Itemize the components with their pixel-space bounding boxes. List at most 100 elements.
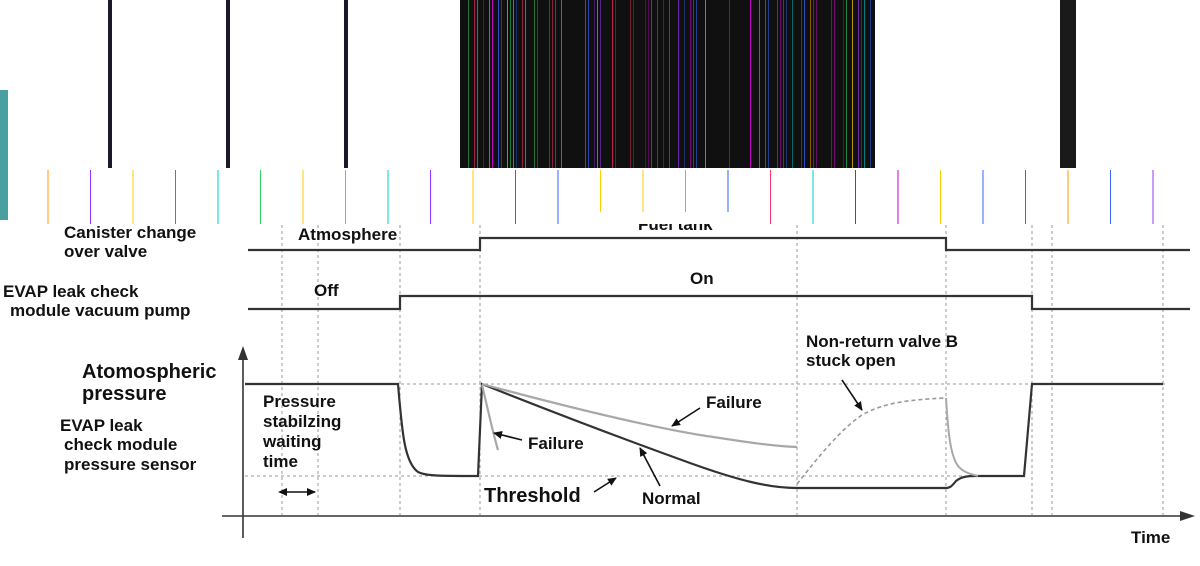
glitch-stripe xyxy=(501,0,502,168)
glitch-stripe xyxy=(555,0,556,168)
glitch-stripe xyxy=(633,0,634,168)
failure-curve-lower xyxy=(480,384,500,451)
pressure-reference-lines xyxy=(245,383,1165,477)
glitch-stripe xyxy=(768,0,769,168)
valve-label: Canister change xyxy=(64,223,196,242)
normal-label: Normal xyxy=(642,489,701,508)
glitch-stripe xyxy=(777,0,778,168)
sensor-label: check module xyxy=(64,435,177,454)
pump-trace xyxy=(248,294,1190,311)
glitch-stripe xyxy=(561,0,562,168)
glitch-stripe xyxy=(792,0,793,168)
pump-label: module vacuum pump xyxy=(10,301,190,320)
glitch-stripe xyxy=(474,0,475,168)
glitch-stripe xyxy=(831,0,832,168)
glitch-stripe xyxy=(597,0,598,168)
glitch-stripe xyxy=(534,0,535,168)
glitch-stripe xyxy=(522,0,523,168)
glitch-stripe xyxy=(834,0,835,168)
wait-label: stabilzing xyxy=(263,412,341,431)
y-axis-arrow xyxy=(238,346,248,360)
valve-state-atmosphere: Atmosphere xyxy=(298,225,397,244)
noise-ticks xyxy=(47,170,1154,224)
glitch-stripe xyxy=(645,0,646,168)
glitch-stripe xyxy=(846,0,847,168)
pressure-curves xyxy=(245,382,1163,490)
valve-trace xyxy=(248,236,1190,252)
glitch-stripe xyxy=(693,0,694,168)
glitch-band xyxy=(0,0,1200,224)
glitch-stripe xyxy=(801,0,802,168)
glitch-stripe xyxy=(615,0,616,168)
glitch-stripe xyxy=(657,0,658,168)
threshold-arrow xyxy=(593,477,617,493)
glitch-stripe xyxy=(588,0,589,168)
glitch-stripe xyxy=(513,0,514,168)
glitch-stripe xyxy=(549,0,550,168)
glitch-stripe xyxy=(843,0,844,168)
glitch-stripe xyxy=(810,0,811,168)
nrv-label: Non-return valve B xyxy=(806,332,958,351)
glitch-stripe xyxy=(537,0,538,168)
pressure-axes xyxy=(222,346,1195,538)
x-axis-arrow xyxy=(1180,511,1195,521)
sensor-labels: Atomospheric pressure EVAP leak check mo… xyxy=(60,361,216,474)
glitch-stripe xyxy=(552,0,553,168)
glitch-stripe xyxy=(630,0,631,168)
glitch-stripe xyxy=(483,0,484,168)
pump-state-on: On xyxy=(690,269,714,288)
glitch-stripe xyxy=(594,0,595,168)
pump-row: EVAP leak check module vacuum pump Off O… xyxy=(3,269,1190,320)
glitch-bar xyxy=(344,0,348,168)
nrv-label: stuck open xyxy=(806,351,896,370)
glitch-stripe xyxy=(516,0,517,168)
stuck-open-curve xyxy=(796,397,945,485)
glitch-stripe xyxy=(750,0,751,168)
nrv-arrow xyxy=(841,379,863,411)
wait-label: Pressure xyxy=(263,392,336,411)
glitch-stripe xyxy=(468,0,469,168)
glitch-stripe xyxy=(684,0,685,168)
glitch-stripe xyxy=(498,0,499,168)
pressure-trace-main xyxy=(245,382,1163,490)
glitch-stripe xyxy=(489,0,490,168)
glitch-stripes xyxy=(468,0,871,168)
glitch-stripe xyxy=(729,0,730,168)
glitch-stripe xyxy=(852,0,853,168)
glitch-stripe xyxy=(783,0,784,168)
failure-curve-upper xyxy=(481,382,798,449)
glitch-edge xyxy=(0,90,8,220)
glitch-bar xyxy=(1060,0,1076,168)
threshold-label: Threshold xyxy=(484,485,581,507)
glitch-stripe xyxy=(477,0,478,168)
glitch-stripe xyxy=(780,0,781,168)
glitch-stripe xyxy=(510,0,511,168)
clip-cover xyxy=(600,212,760,224)
glitch-stripe xyxy=(705,0,706,168)
failure-upper-arrow xyxy=(671,407,701,427)
normal-arrow xyxy=(639,447,661,487)
glitch-stripe xyxy=(492,0,493,168)
failure-lower-arrow xyxy=(493,431,523,441)
wait-label: time xyxy=(263,452,298,471)
time-guides xyxy=(281,225,1164,515)
glitch-stripe xyxy=(696,0,697,168)
glitch-stripe xyxy=(678,0,679,168)
glitch-stripe xyxy=(600,0,601,168)
annotation-arrows xyxy=(278,379,863,496)
glitch-bar xyxy=(108,0,112,168)
glitch-stripe xyxy=(507,0,508,168)
failure-lower-label: Failure xyxy=(528,434,584,453)
sensor-label: pressure sensor xyxy=(64,455,197,474)
glitch-stripe xyxy=(648,0,649,168)
failure-upper-label: Failure xyxy=(706,393,762,412)
stuck-open-drop xyxy=(945,397,979,477)
glitch-stripe xyxy=(651,0,652,168)
atmospheric-pressure-label: Atomospheric xyxy=(82,361,216,383)
glitch-bar xyxy=(226,0,230,168)
glitch-stripe xyxy=(612,0,613,168)
glitch-stripe xyxy=(585,0,586,168)
valve-label: over valve xyxy=(64,242,147,261)
glitch-stripe xyxy=(804,0,805,168)
